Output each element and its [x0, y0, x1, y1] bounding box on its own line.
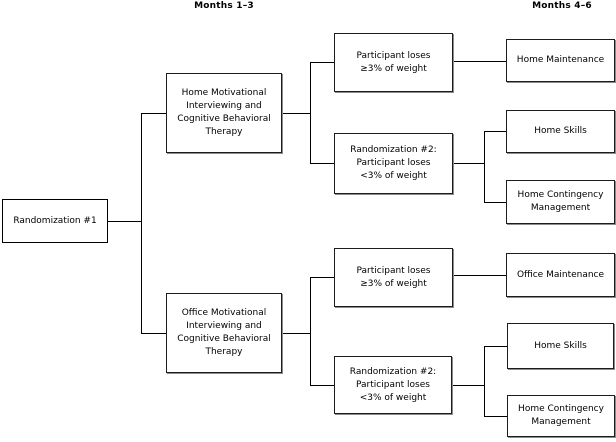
connector-to-skills-bot [484, 346, 507, 347]
node-office-mi-cbt: Office Motivational Interviewing and Cog… [166, 293, 282, 373]
connector-home-split [310, 62, 311, 164]
connector-rand1-out [108, 221, 141, 222]
node-participant-loses-bottom: Participant loses ≥3% of weight [334, 248, 453, 307]
connector-to-rand2-bot [310, 385, 334, 386]
connector-rand2-bot-split [484, 346, 485, 417]
connector-rand2-top-out [453, 163, 484, 164]
node-randomization-2-top: Randomization #2: Participant loses <3% … [334, 133, 453, 194]
months-1-3-header: Months 1–3 [194, 1, 254, 11]
connector-rand1-split [141, 113, 142, 334]
months-4-6-header: Months 4–6 [532, 1, 592, 11]
node-home-skills-top: Home Skills [506, 110, 615, 153]
node-home-contingency-top: Home Contingency Management [506, 180, 615, 224]
node-home-maintenance: Home Maintenance [506, 39, 615, 82]
connector-to-part-top [310, 62, 334, 63]
connector-to-part-bot [310, 277, 334, 278]
connector-office-mi-out [282, 333, 310, 334]
connector-office-split [310, 277, 311, 386]
connector-to-rand2-top [310, 163, 334, 164]
connector-to-cont-bot [484, 416, 507, 417]
node-home-skills-bottom: Home Skills [507, 323, 614, 369]
connector-to-office-mi [141, 333, 166, 334]
node-home-mi-cbt: Home Motivational Interviewing and Cogni… [166, 73, 282, 153]
node-randomization-2-bottom: Randomization #2: Participant loses <3% … [334, 356, 452, 414]
node-participant-loses-top: Participant loses ≥3% of weight [334, 33, 453, 92]
connector-home-mi-out [282, 113, 310, 114]
connector-rand2-top-split [484, 131, 485, 203]
connector-to-skills-top [484, 131, 506, 132]
node-home-contingency-bottom: Home Contingency Management [507, 395, 615, 437]
node-randomization-1: Randomization #1 [2, 199, 108, 243]
connector-part-top-to-maint [453, 61, 506, 62]
connector-rand2-bot-out [452, 385, 484, 386]
node-office-maintenance: Office Maintenance [506, 253, 615, 297]
connector-to-cont-top [484, 202, 506, 203]
connector-to-home-mi [141, 113, 166, 114]
connector-part-bot-to-maint [453, 275, 506, 276]
